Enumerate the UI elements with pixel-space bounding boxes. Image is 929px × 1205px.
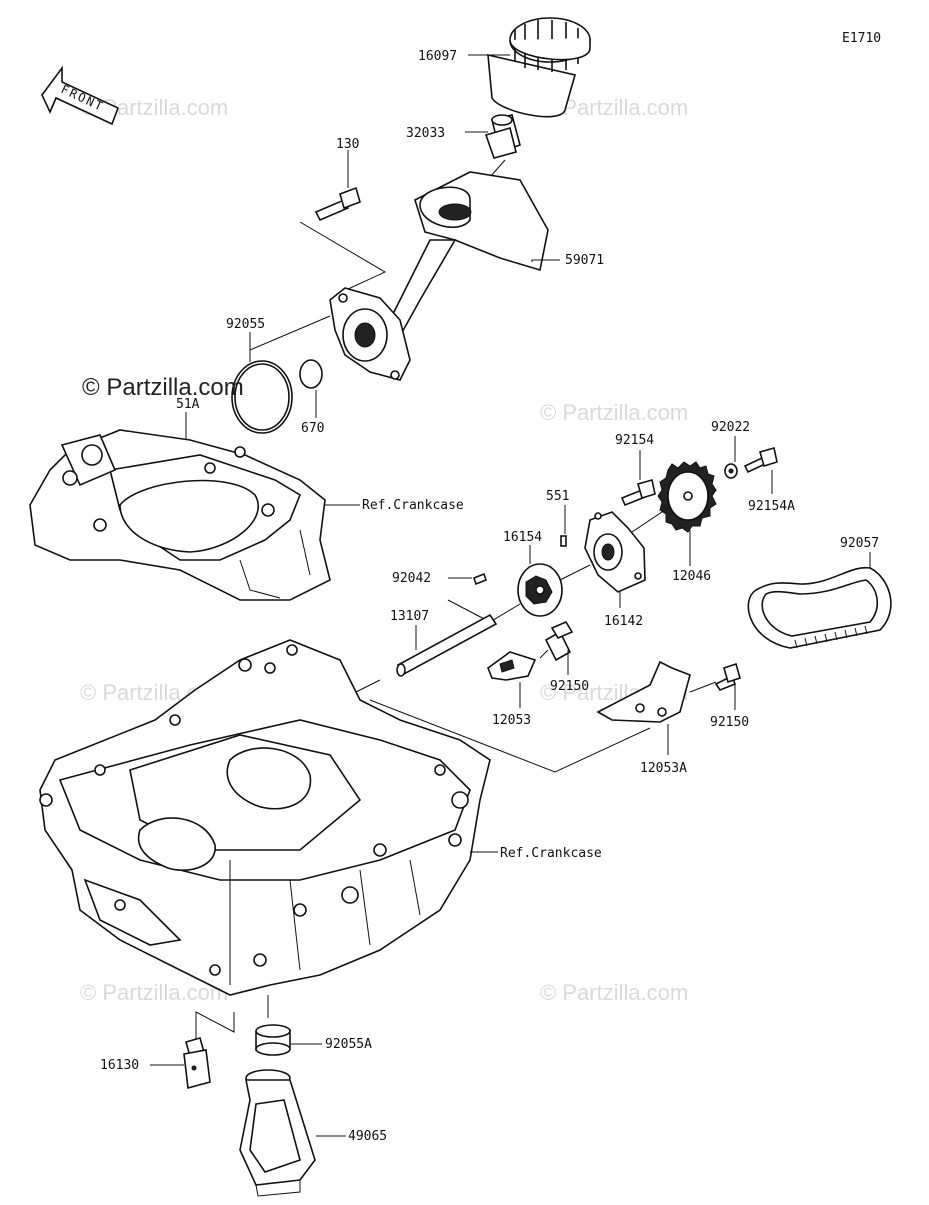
label-16130: 16130 — [100, 1058, 139, 1073]
oil-pump-rotor-16154[interactable]: 16154 — [503, 530, 591, 617]
label-130: 130 — [336, 137, 359, 152]
label-13107: 13107 — [390, 609, 429, 624]
label-12046: 12046 — [672, 569, 711, 584]
chain-guide-12053[interactable]: 12053 — [487, 649, 549, 728]
label-92150b: 92150 — [710, 715, 749, 730]
label-92042: 92042 — [392, 571, 431, 586]
bolt-92150-a[interactable]: 92150 — [544, 620, 589, 694]
upper-crankcase-ref: Ref.Crankcase — [29, 429, 464, 601]
label-92055A: 92055A — [325, 1037, 372, 1052]
ref-crankcase-lower: Ref.Crankcase — [500, 846, 602, 861]
label-59071: 59071 — [565, 253, 604, 268]
bolt-130[interactable]: 130 — [299, 137, 387, 291]
oil-screen-49065[interactable]: 49065 — [239, 1069, 387, 1197]
label-92022: 92022 — [711, 420, 750, 435]
partzilla-watermark: © Partzilla.com — [82, 374, 244, 401]
label-32033: 32033 — [406, 126, 445, 141]
bolt-92154[interactable]: 92154 — [615, 433, 656, 507]
oil-filter-housing-59071[interactable]: 59071 — [329, 171, 604, 381]
label-12053A: 12053A — [640, 761, 687, 776]
watermark: © Partzilla.com — [80, 980, 228, 1005]
o-ring-92055[interactable]: 92055 — [226, 315, 331, 434]
pin-551[interactable]: 551 — [546, 489, 569, 547]
drive-chain-92057[interactable]: 92057 — [747, 536, 892, 649]
oil-strainer-92055A[interactable]: 92055A — [255, 1024, 372, 1056]
label-51A: 51A — [176, 397, 200, 412]
oil-pump-cover-16142[interactable]: 16142 — [584, 511, 646, 629]
bolt-92150-b[interactable]: 92150 — [689, 662, 749, 730]
label-49065: 49065 — [348, 1129, 387, 1144]
label-92154A: 92154A — [748, 499, 795, 514]
label-16154: 16154 — [503, 530, 542, 545]
watermark: © Partzilla.com — [540, 980, 688, 1005]
label-551: 551 — [546, 489, 569, 504]
label-16142: 16142 — [604, 614, 643, 629]
lower-crankcase-ref: Ref.Crankcase — [39, 639, 602, 1040]
label-12053: 12053 — [492, 713, 531, 728]
label-16097: 16097 — [418, 49, 457, 64]
label-670: 670 — [301, 421, 324, 436]
oil-pump-shaft-13107[interactable]: 13107 — [339, 609, 498, 701]
gear-12046[interactable]: 12046 — [619, 461, 717, 584]
bolt-92154A[interactable]: 92154A — [743, 446, 795, 514]
watermark: © Partzilla.com — [540, 400, 688, 425]
oil-fitting-16130[interactable]: 16130 — [100, 1037, 211, 1090]
label-92150a: 92150 — [550, 679, 589, 694]
chain-guide-12053A[interactable]: 12053A — [369, 660, 691, 776]
o-ring-670[interactable]: 670 — [299, 359, 324, 436]
diagram-code: E1710 — [842, 31, 881, 46]
label-92154: 92154 — [615, 433, 654, 448]
label-92055: 92055 — [226, 317, 265, 332]
oil-filter-16097[interactable]: 16097 — [418, 17, 591, 118]
washer-92022[interactable]: 92022 — [711, 420, 750, 479]
ref-crankcase-upper: Ref.Crankcase — [362, 498, 464, 513]
label-92057: 92057 — [840, 536, 879, 551]
